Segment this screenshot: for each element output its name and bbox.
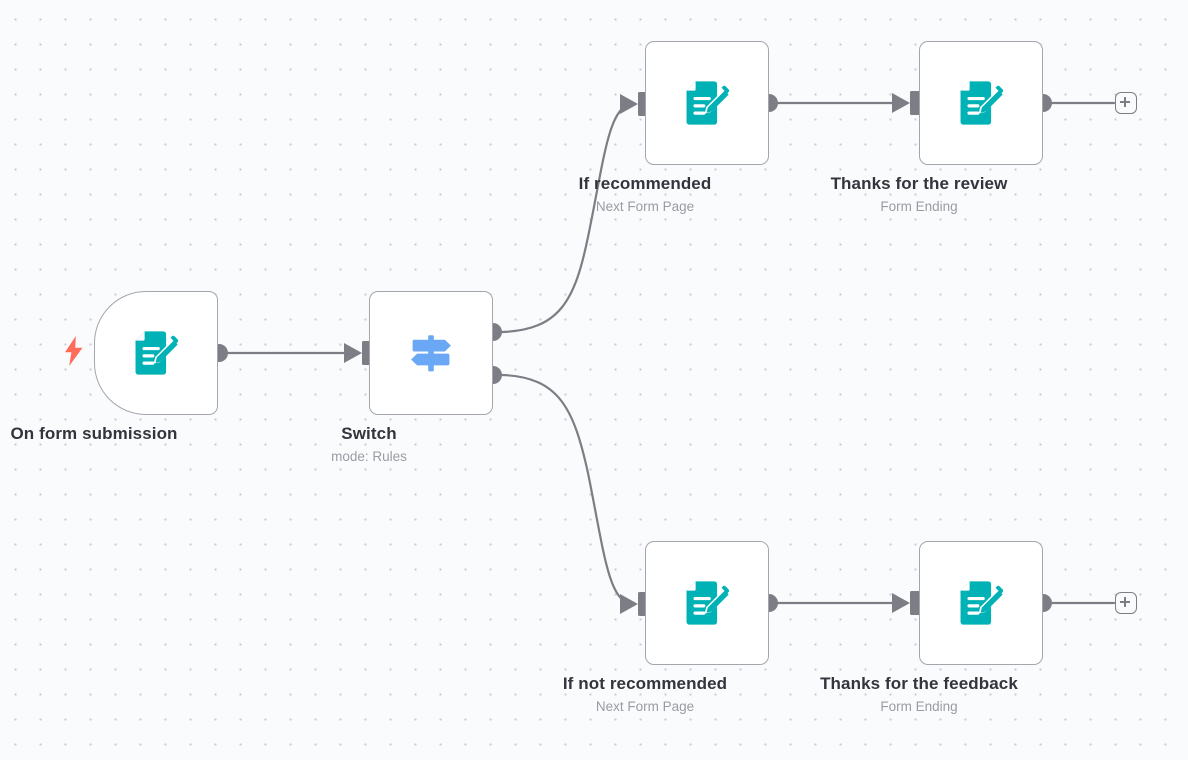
stub-thanks-feedback-to-add (1034, 594, 1116, 612)
node-subtitle: Form Ending (880, 199, 958, 214)
node-subtitle: mode: Rules (331, 449, 407, 464)
form-document-pencil-icon (686, 81, 730, 125)
node-subtitle: Form Ending (880, 699, 958, 714)
node-title: Switch (341, 424, 397, 443)
node-title: On form submission (10, 424, 178, 443)
node-caption: If not recommended Next Form Page (480, 673, 810, 715)
node-title: If not recommended (562, 674, 728, 693)
stub-thanks-review-to-add (1034, 94, 1116, 112)
node-title: Thanks for the review (830, 174, 1008, 193)
connection-switch-to-if-recommended[interactable] (484, 92, 648, 341)
form-document-pencil-icon (686, 581, 730, 625)
node-caption: Switch mode: Rules (204, 423, 534, 465)
signpost-switch-icon (411, 335, 451, 372)
node-caption: Thanks for the review Form Ending (754, 173, 1084, 215)
node-body[interactable] (369, 291, 493, 415)
node-title: Thanks for the feedback (820, 674, 1018, 693)
node-body[interactable] (94, 291, 218, 415)
node-caption: Thanks for the feedback Form Ending (754, 673, 1084, 715)
add-node-button-after-thanks-review[interactable] (1115, 92, 1137, 114)
node-body[interactable] (919, 41, 1043, 165)
connection-on-form-submission-to-switch[interactable] (210, 341, 372, 365)
node-caption: On form submission (0, 423, 259, 444)
connection-if-recommended-to-thanks-review[interactable] (760, 91, 920, 115)
form-document-pencil-icon (960, 581, 1004, 625)
node-body[interactable] (645, 541, 769, 665)
node-title: If recommended (578, 174, 712, 193)
node-subtitle: Next Form Page (595, 199, 695, 214)
connection-if-not-recommended-to-thanks-feedback[interactable] (760, 591, 920, 615)
node-body[interactable] (919, 541, 1043, 665)
form-document-pencil-icon (960, 81, 1004, 125)
node-caption: If recommended Next Form Page (480, 173, 810, 215)
add-node-button-after-thanks-feedback[interactable] (1115, 592, 1137, 614)
node-body[interactable] (645, 41, 769, 165)
form-document-pencil-icon (135, 331, 179, 375)
trigger-bolt-icon (65, 336, 83, 366)
node-subtitle: Next Form Page (595, 699, 695, 714)
connection-switch-to-if-not-recommended[interactable] (484, 366, 648, 616)
